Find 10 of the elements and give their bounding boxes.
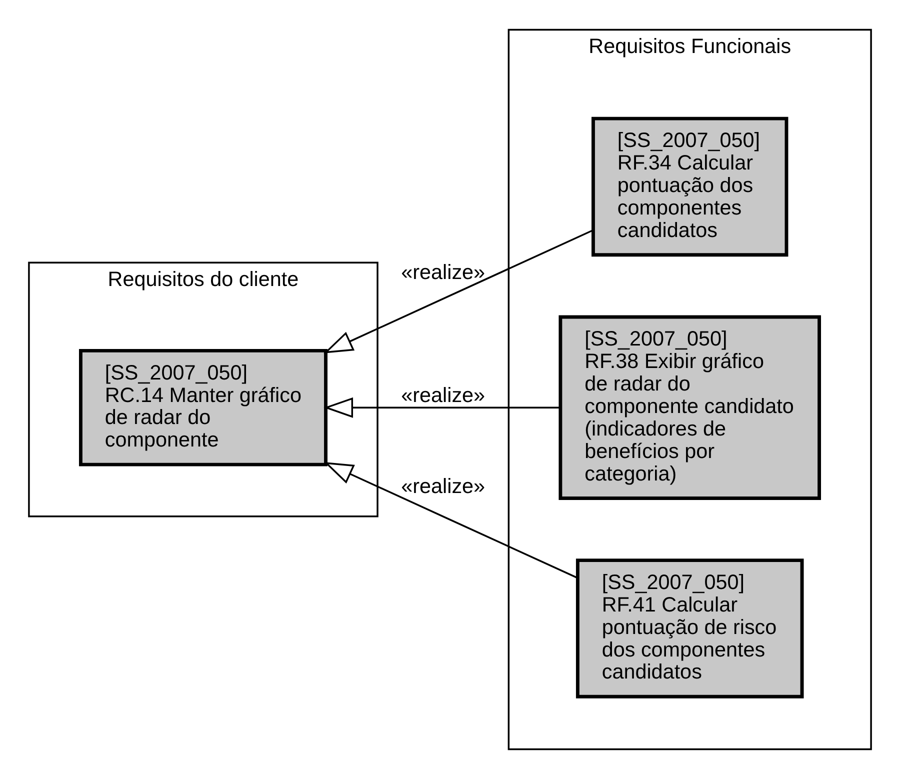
node-box: [SS_2007_050] RF.38 Exibir gráfico de radar do componente candidato (indicadores de benefícios por categoria) [558, 314, 821, 500]
edge-label: «realize» [401, 383, 486, 406]
edge-label: «realize» [401, 474, 486, 498]
edge-label: «realize» [401, 260, 486, 284]
arrow [324, 229, 594, 353]
node-box: [SS_2007_050] RC.14 Manter gráfico de radar do componente [79, 348, 328, 466]
arrow [324, 396, 560, 418]
arrow [324, 462, 578, 578]
node-box: [SS_2007_050] RF.34 Calcular pontuação dos componentes candidatos [592, 116, 788, 256]
node-box: [SS_2007_050] RF.41 Calcular pontuação de risco dos componentes candidatos [576, 558, 804, 698]
